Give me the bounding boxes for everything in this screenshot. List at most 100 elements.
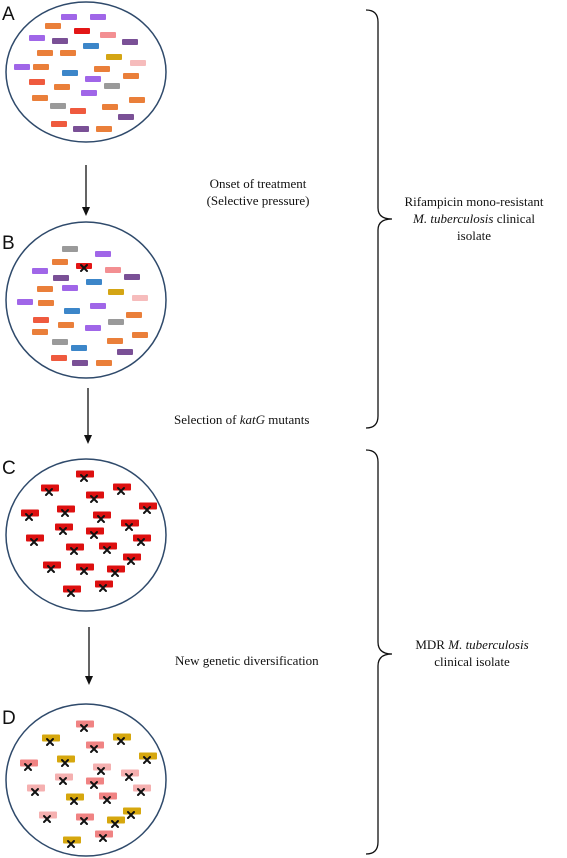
caption-diversification: New genetic diversification xyxy=(175,653,319,668)
mutation-marker xyxy=(31,788,39,796)
bacterium xyxy=(108,319,124,325)
petri-dish-d xyxy=(5,703,167,857)
mutation-marker xyxy=(90,495,98,503)
bacterium xyxy=(70,108,86,114)
mutation-marker xyxy=(137,538,145,546)
bacteria-population-c xyxy=(21,470,157,597)
bacterium xyxy=(37,50,53,56)
mutation-marker xyxy=(70,547,78,555)
bacterium xyxy=(52,339,68,345)
mutation-marker xyxy=(70,797,78,805)
bacterium xyxy=(94,66,110,72)
mutation-marker xyxy=(111,569,119,577)
bacterium xyxy=(118,114,134,120)
mutation-marker xyxy=(80,567,88,575)
mutation-marker xyxy=(80,474,88,482)
mutation-marker xyxy=(80,817,88,825)
bacterium xyxy=(52,38,68,44)
mutation-marker xyxy=(143,756,151,764)
mutation-marker xyxy=(45,488,53,496)
bacterium xyxy=(126,312,142,318)
mutation-marker xyxy=(90,531,98,539)
bacterium xyxy=(52,259,68,265)
mutation-marker xyxy=(61,759,69,767)
bacterium xyxy=(132,295,148,301)
bacterium xyxy=(73,126,89,132)
mutation-marker xyxy=(80,264,88,272)
bacterium xyxy=(62,285,78,291)
mutation-marker xyxy=(97,767,105,775)
bacterium xyxy=(96,126,112,132)
mutation-marker xyxy=(99,834,107,842)
bacterium xyxy=(54,84,70,90)
bacterium xyxy=(62,246,78,252)
bacterium xyxy=(29,35,45,41)
mutation-marker xyxy=(111,820,119,828)
group-rif-line3: isolate xyxy=(457,228,491,243)
caption-treatment-line2: (Selective pressure) xyxy=(207,193,310,208)
bacterium xyxy=(83,43,99,49)
bacterium xyxy=(76,263,92,269)
mutation-marker xyxy=(125,523,133,531)
bacterium xyxy=(53,275,69,281)
mutation-marker xyxy=(103,796,111,804)
brace-rifampicin xyxy=(365,9,393,429)
bacterium xyxy=(60,50,76,56)
panel-label-b: B xyxy=(2,233,15,254)
bacterium xyxy=(61,14,77,20)
bacterium xyxy=(74,28,90,34)
bacterium xyxy=(72,360,88,366)
arrow-a-to-b xyxy=(82,165,90,216)
mutation-marker xyxy=(24,763,32,771)
petri-dish-c xyxy=(5,458,167,612)
mutation-marker xyxy=(127,557,135,565)
group-rif-line2: M. tuberculosis clinical xyxy=(412,211,535,226)
bacterium xyxy=(85,76,101,82)
bacterium xyxy=(32,329,48,335)
mutation-marker xyxy=(46,738,54,746)
bacterium xyxy=(129,97,145,103)
bacterium xyxy=(51,121,67,127)
petri-dish-a xyxy=(5,1,167,143)
mutation-marker xyxy=(59,777,67,785)
bacterium xyxy=(86,279,102,285)
group-mdr-line1: MDR M. tuberculosis xyxy=(415,637,528,652)
bacterium xyxy=(17,299,33,305)
mutation-marker xyxy=(125,773,133,781)
mutation-marker xyxy=(47,565,55,573)
bacterium xyxy=(32,95,48,101)
brace-mdr xyxy=(365,449,393,855)
bacterium xyxy=(117,349,133,355)
bacterium xyxy=(62,70,78,76)
mutation-marker xyxy=(25,513,33,521)
bacteria-population-a xyxy=(14,14,146,132)
bacterium xyxy=(130,60,146,66)
bacteria-population-b xyxy=(17,246,148,366)
mutation-marker xyxy=(117,737,125,745)
mutation-marker xyxy=(143,506,151,514)
bacterium xyxy=(33,64,49,70)
bacterium xyxy=(51,355,67,361)
mutation-marker xyxy=(61,509,69,517)
bacterium xyxy=(96,360,112,366)
bacterium xyxy=(107,338,123,344)
bacterium xyxy=(85,325,101,331)
bacterium xyxy=(105,267,121,273)
caption-treatment-line1: Onset of treatment xyxy=(210,176,307,191)
bacterium xyxy=(123,73,139,79)
mutation-marker xyxy=(90,745,98,753)
bacterium xyxy=(38,300,54,306)
arrow-c-to-d xyxy=(85,627,93,685)
mutation-marker xyxy=(117,487,125,495)
mutation-marker xyxy=(30,538,38,546)
mutation-marker xyxy=(43,815,51,823)
bacterium xyxy=(124,274,140,280)
bacterium xyxy=(102,104,118,110)
mutation-marker xyxy=(103,546,111,554)
caption-selection: Selection of katG mutants xyxy=(174,412,309,427)
mutation-marker xyxy=(67,840,75,848)
petri-dish-b xyxy=(5,221,167,379)
group-mdr-line2: clinical isolate xyxy=(434,654,510,669)
bacterium xyxy=(71,345,87,351)
